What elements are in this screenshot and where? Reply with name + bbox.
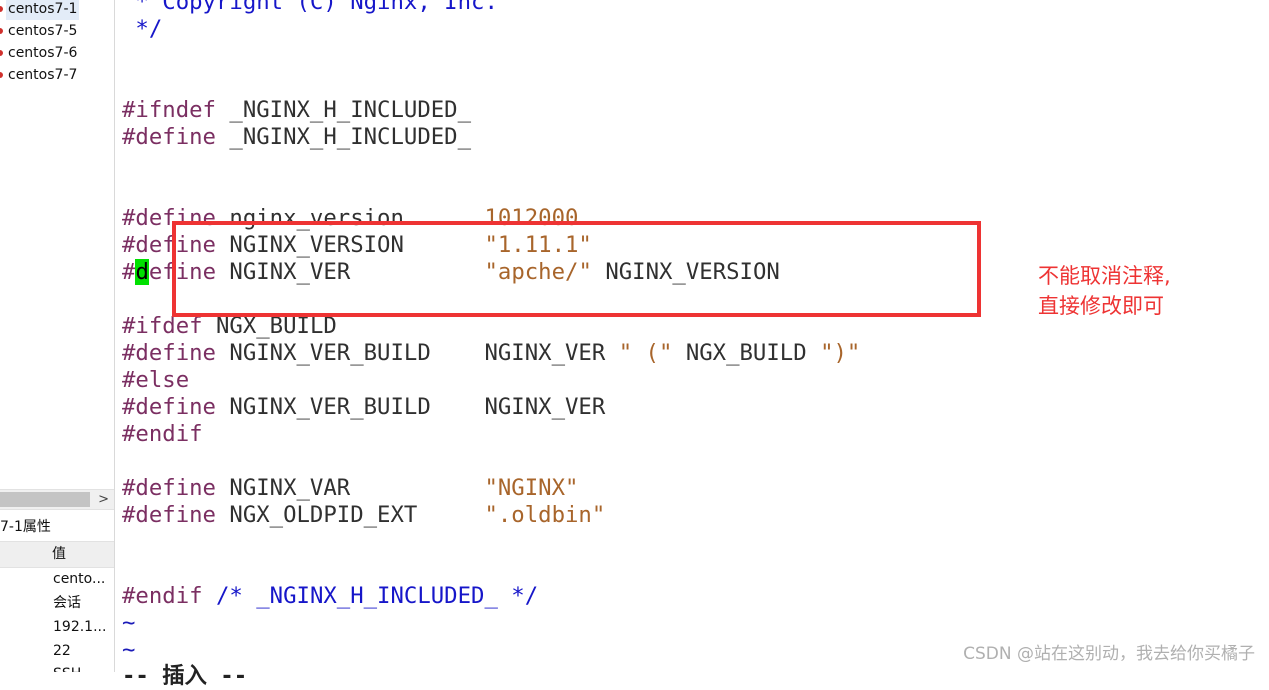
- session-label: centos7-5: [8, 23, 78, 39]
- annotation-note: 不能取消注释, 直接修改即可: [1038, 261, 1208, 321]
- property-value: 192.1...: [53, 619, 107, 635]
- code-line: * Copyright (C) Nginx, Inc.: [122, 0, 498, 15]
- code-line: #define NGINX_VERSION "1.11.1": [122, 232, 592, 258]
- session-label: centos7-6: [8, 45, 78, 61]
- watermark: CSDN @站在这别动，我去给你买橘子: [963, 644, 1255, 664]
- annotation-line: 不能取消注释,: [1038, 264, 1171, 288]
- session-item-centos7-1[interactable]: centos7-1: [0, 0, 110, 20]
- code-line: #define NGINX_VER_BUILD NGINX_VER: [122, 394, 606, 420]
- code-line: */: [122, 16, 163, 42]
- property-row: 192.1...: [0, 615, 114, 639]
- code-line: #endif /* _NGINX_H_INCLUDED_ */: [122, 583, 539, 609]
- session-status-icon: [0, 28, 3, 34]
- empty-line-marker: ~: [122, 637, 136, 663]
- properties-value-header: 值: [52, 546, 66, 562]
- text-cursor: d: [135, 259, 149, 285]
- session-status-icon: [0, 72, 3, 78]
- session-label: centos7-1: [6, 0, 80, 20]
- property-row: 22: [0, 639, 114, 663]
- code-line: #define nginx_version 1012000: [122, 205, 579, 231]
- properties-title: 7-1属性: [0, 519, 51, 535]
- code-line: #define _NGINX_H_INCLUDED_: [122, 124, 472, 150]
- code-line: #ifdef NGX_BUILD: [122, 313, 337, 339]
- property-value: cento...: [53, 571, 106, 587]
- terminal-editor[interactable]: * Copyright (C) Nginx, Inc. */ #ifndef _…: [115, 0, 1269, 689]
- sidebar-horizontal-scrollbar[interactable]: >: [0, 489, 114, 510]
- code-line: #define NGINX_VAR "NGINX": [122, 475, 579, 501]
- property-value: 会话: [53, 595, 81, 611]
- session-status-icon: [0, 50, 3, 56]
- session-label: centos7-7: [8, 67, 78, 83]
- session-item-centos7-6[interactable]: centos7-6: [0, 42, 110, 64]
- code-line: #define NGINX_VER_BUILD NGINX_VER " (" N…: [122, 340, 861, 366]
- property-value: 22: [53, 643, 71, 659]
- session-sidebar: centos7-1 centos7-5 centos7-6 centos7-7 …: [0, 0, 115, 672]
- code-line: #define NGINX_VER "apche/" NGINX_VERSION: [122, 259, 780, 285]
- empty-line-marker: ~: [122, 610, 136, 636]
- session-item-centos7-5[interactable]: centos7-5: [0, 20, 110, 42]
- highlight-box: [172, 221, 981, 317]
- scrollbar-thumb[interactable]: [0, 492, 90, 507]
- code-line: #define NGX_OLDPID_EXT ".oldbin": [122, 502, 606, 528]
- property-row: SSH: [0, 662, 114, 672]
- scroll-right-icon[interactable]: >: [98, 492, 109, 507]
- annotation-line: 直接修改即可: [1038, 294, 1164, 318]
- code-line: #endif: [122, 421, 203, 447]
- code-line: #else: [122, 367, 190, 393]
- properties-header: 值: [0, 541, 114, 568]
- property-value: SSH: [53, 662, 81, 672]
- property-row: cento...: [0, 567, 114, 591]
- code-line: #ifndef _NGINX_H_INCLUDED_: [122, 97, 472, 123]
- status-line: -- 插入 --: [122, 663, 248, 689]
- session-item-centos7-7[interactable]: centos7-7: [0, 64, 110, 86]
- session-status-icon: [0, 6, 3, 12]
- property-row: 会话: [0, 591, 114, 615]
